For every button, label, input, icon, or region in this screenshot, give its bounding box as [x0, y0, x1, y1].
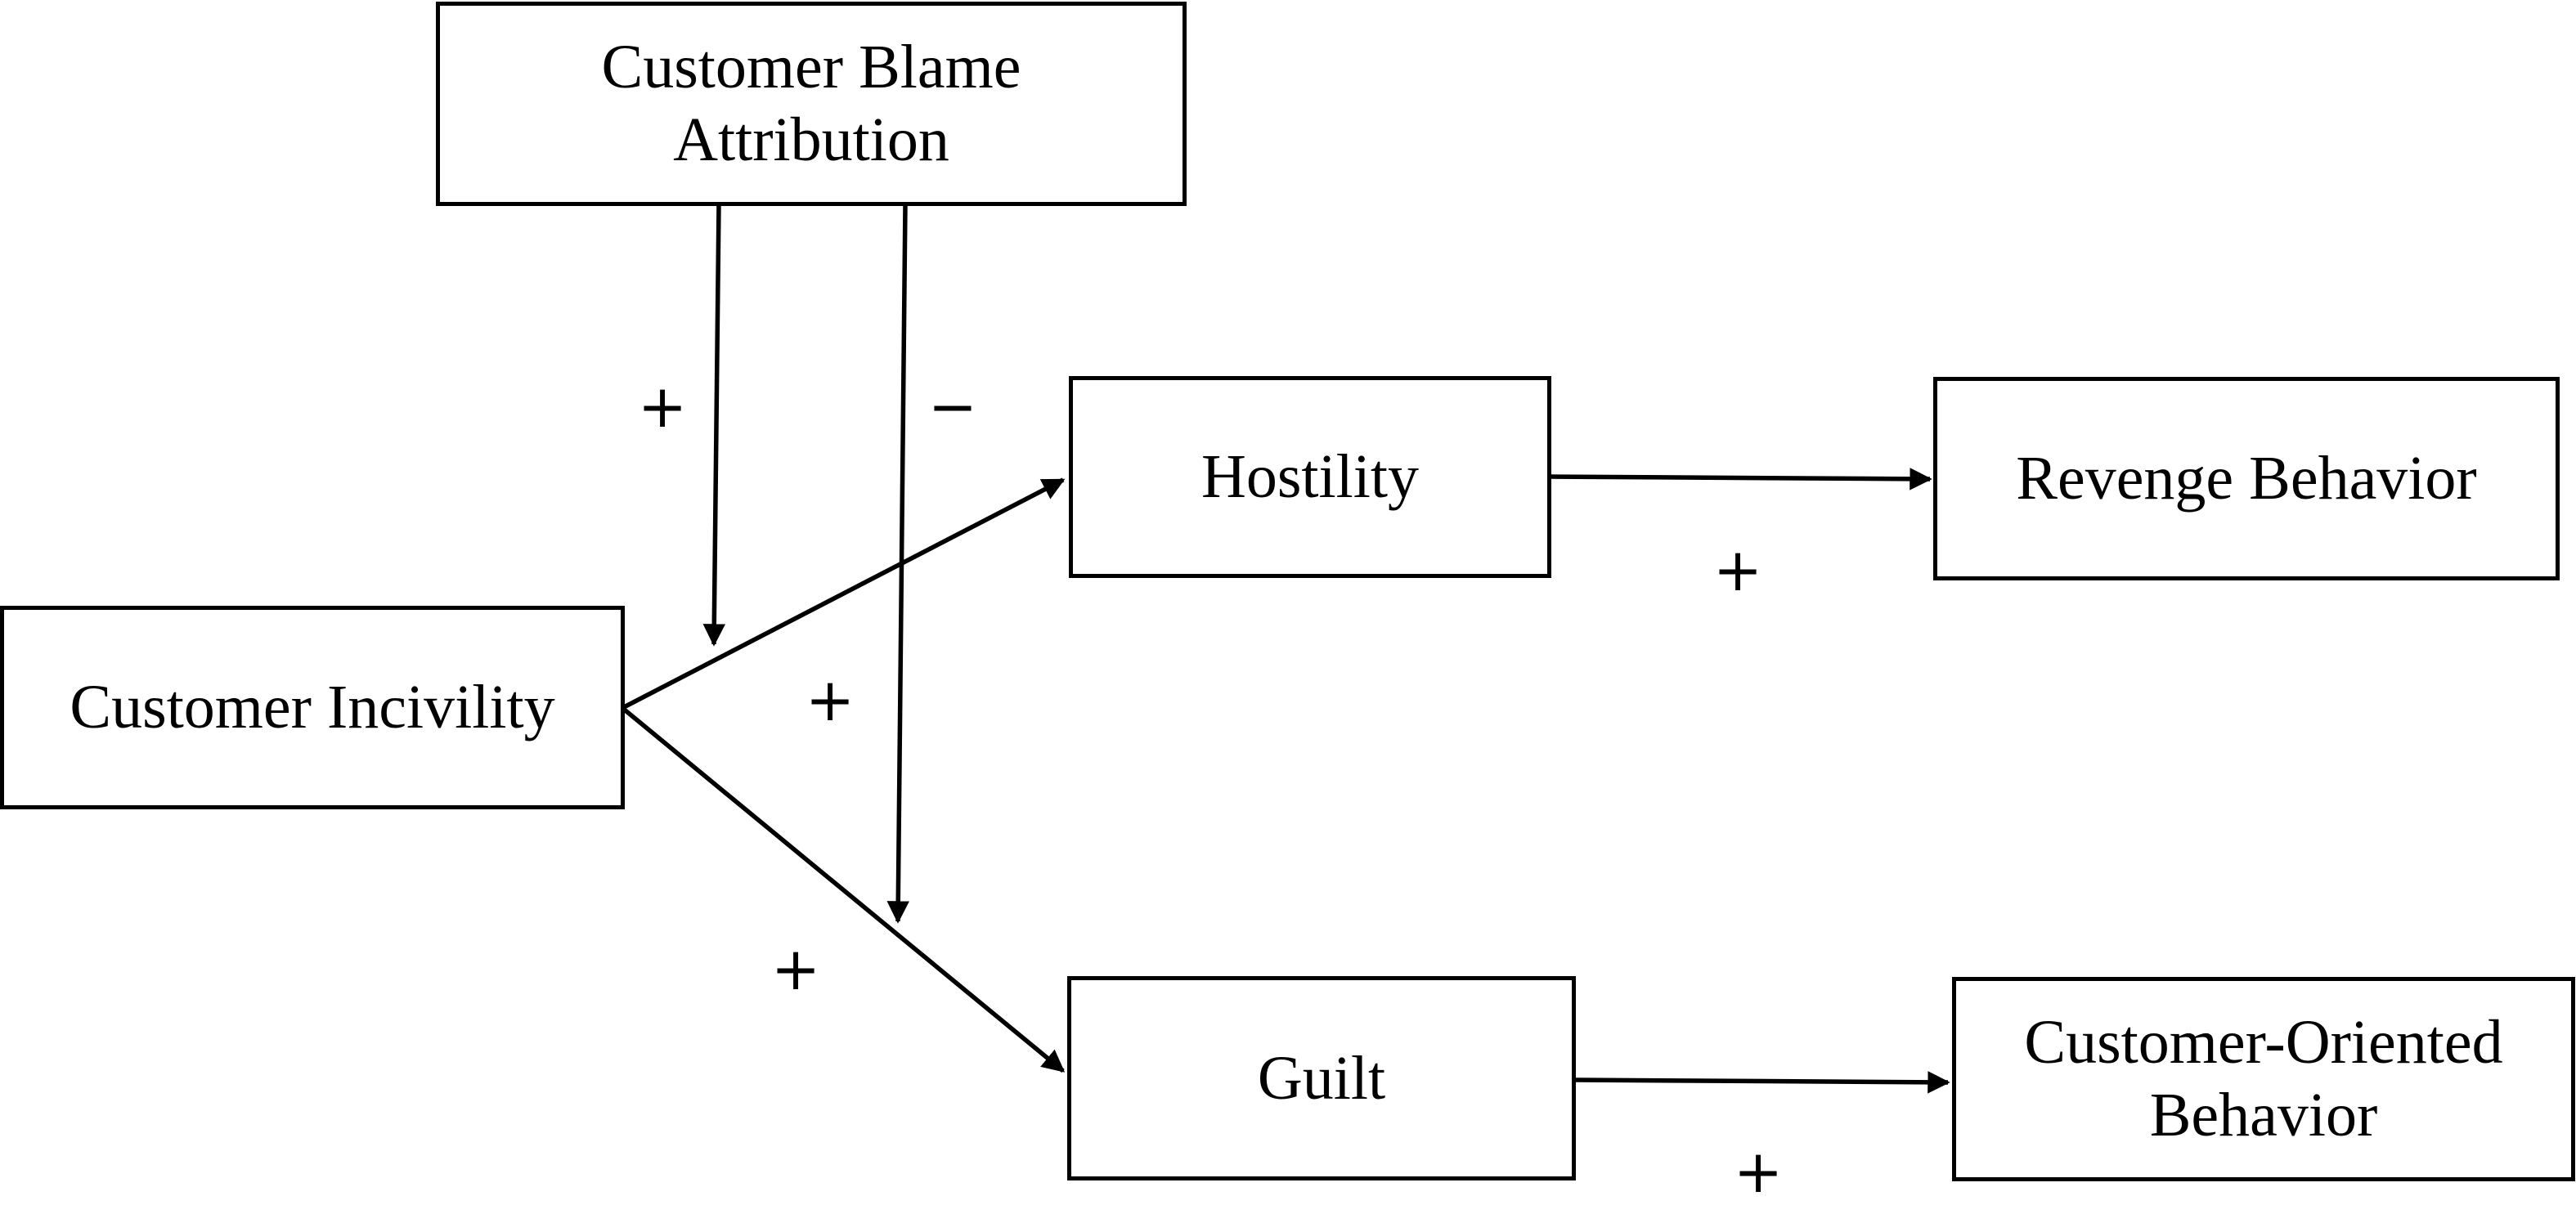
node-label-line: Behavior: [2149, 1081, 2378, 1149]
sign-blame-moderates-hostility: +: [637, 372, 688, 441]
sign-incivility-to-hostility: +: [805, 665, 855, 734]
edge-blame-moderates-hostility: [702, 204, 726, 647]
node-hostility: Hostility: [1069, 376, 1551, 578]
sign-guilt-to-customer-oriented: +: [1733, 1137, 1784, 1206]
edge-hostility-to-revenge: [1549, 468, 1932, 491]
node-label-line: Guilt: [1257, 1043, 1386, 1113]
sign-blame-moderates-guilt: −: [927, 372, 978, 441]
edge-incivility-to-hostility: [621, 477, 1066, 710]
node-guilt: Guilt: [1067, 976, 1576, 1180]
edge-guilt-to-customer-oriented: [1575, 1071, 1950, 1094]
sign-hostility-to-revenge: +: [1712, 535, 1763, 604]
node-customer-incivility: Customer Incivility: [0, 606, 625, 809]
node-label-line: Customer Incivility: [70, 673, 555, 742]
edge-incivility-to-guilt: [621, 706, 1066, 1073]
edge-blame-moderates-guilt: [886, 204, 910, 924]
node-label-line: Revenge Behavior: [2016, 444, 2477, 513]
node-label-line: Hostility: [1200, 442, 1420, 512]
node-customer-oriented-behavior: Customer-Oriented Behavior: [1952, 977, 2575, 1181]
node-label-line: Attribution: [673, 105, 949, 174]
sign-incivility-to-guilt: +: [770, 934, 821, 1003]
node-customer-blame-attribution: Customer Blame Attribution: [436, 2, 1187, 206]
node-label-line: Customer-Oriented: [2024, 1008, 2503, 1077]
node-revenge-behavior: Revenge Behavior: [1933, 377, 2560, 580]
node-label-line: Customer Blame: [601, 33, 1021, 102]
